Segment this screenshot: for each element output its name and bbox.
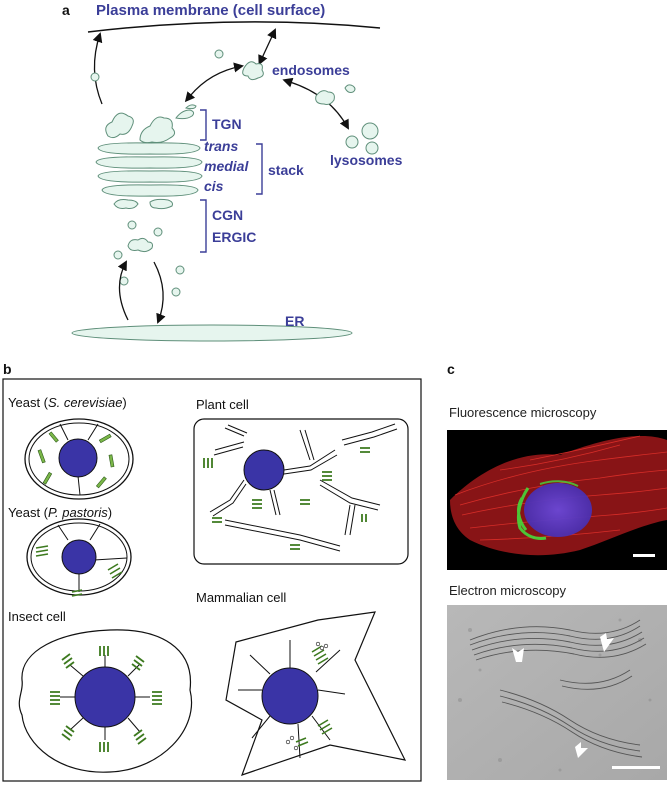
tgn-label: TGN <box>212 116 242 132</box>
vesicle <box>90 72 100 82</box>
cgn-bracket <box>200 199 207 253</box>
er-to-ergic-arrow <box>117 260 129 321</box>
vesicle <box>175 265 185 275</box>
tgn-fragment <box>185 104 197 110</box>
cgn-label: CGN <box>212 207 244 223</box>
secretory-pathway-diagram <box>71 21 381 342</box>
vesicle <box>214 49 224 59</box>
lysosome <box>365 141 379 155</box>
lysosome <box>361 122 379 140</box>
cgn-fragment <box>113 199 139 209</box>
insect-cell <box>18 629 193 773</box>
lysosome <box>345 135 359 149</box>
plasma-membrane <box>87 21 381 33</box>
ergic-fragment <box>127 237 153 253</box>
er-label: ER <box>285 313 305 329</box>
endocytosis-arrow <box>258 28 277 66</box>
ergic-to-er-arrow <box>153 261 166 324</box>
yeast-sc-cell <box>24 418 134 500</box>
medial-label: medial <box>204 158 249 174</box>
endosome <box>344 84 356 93</box>
cisterna-medial <box>97 170 203 183</box>
tgn-fragment <box>105 112 134 139</box>
cisterna-trans <box>97 142 201 155</box>
cgn-fragment <box>149 198 173 210</box>
vesicle <box>127 220 137 230</box>
cis-label: cis <box>204 178 224 194</box>
yeast-pp-label: Yeast (P. pastoris) <box>8 505 113 520</box>
endosome <box>242 61 264 81</box>
cisterna-trans-2 <box>95 156 203 169</box>
fluorescence-label: Fluorescence microscopy <box>449 405 597 420</box>
panel-a-letter: a <box>62 2 70 18</box>
electron-label: Electron microscopy <box>449 583 567 598</box>
vesicle <box>153 227 163 237</box>
plasma-membrane-label: Plasma membrane (cell surface) <box>96 2 326 19</box>
tgn-fragment <box>175 109 195 120</box>
mammalian-cell-label: Mammalian cell <box>196 590 287 605</box>
mammalian-cell <box>225 611 407 776</box>
endosome <box>315 90 335 105</box>
yeast-pp-cell <box>26 518 132 597</box>
endosomes-label: endosomes <box>272 62 350 78</box>
stack-label: stack <box>268 162 304 178</box>
golgi-endosome-arrow <box>184 62 244 103</box>
fluorescence-image <box>447 430 668 570</box>
electron-microscopy-image <box>447 605 667 780</box>
vesicle <box>113 250 123 260</box>
plant-cell <box>193 418 409 565</box>
cisterna-cis <box>101 184 199 197</box>
plant-cell-label: Plant cell <box>196 397 249 412</box>
ergic-label: ERGIC <box>212 229 257 245</box>
exocytosis-arrow <box>92 32 103 105</box>
tgn-fragment <box>139 116 176 144</box>
yeast-sc-label: Yeast (S. cerevisiae) <box>8 395 127 410</box>
tgn-bracket <box>200 109 207 141</box>
lysosomes-label: lysosomes <box>330 152 403 168</box>
endoplasmic-reticulum <box>71 324 353 342</box>
panel-b-frame <box>2 378 422 782</box>
trans-label: trans <box>204 138 239 154</box>
insect-cell-label: Insect cell <box>8 609 66 624</box>
panel-b-letter: b <box>3 361 12 377</box>
stack-bracket <box>256 143 263 195</box>
panel-c-letter: c <box>447 361 455 377</box>
vesicle <box>171 287 181 297</box>
